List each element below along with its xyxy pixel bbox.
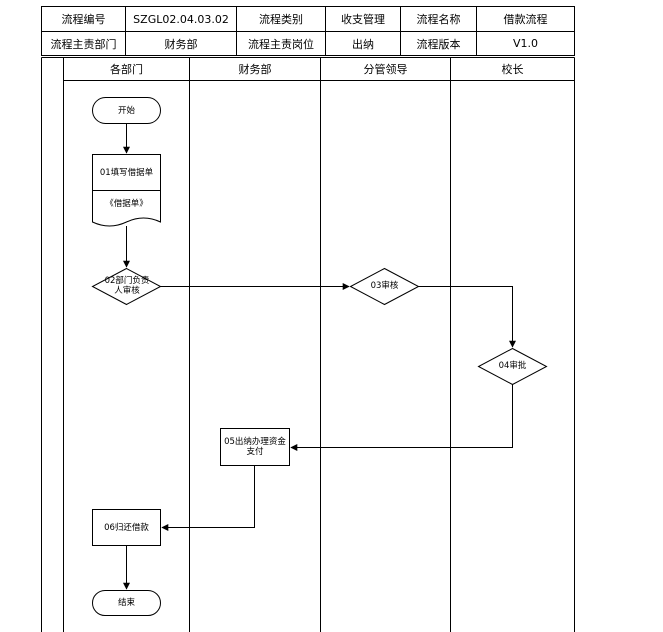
header-value-process-id: SZGL02.04.03.02 — [133, 12, 229, 26]
header-grid — [41, 6, 575, 56]
header-value-owner-post: 出纳 — [352, 37, 374, 51]
connector-pay-to-repay — [161, 465, 255, 531]
lane-header-finance: 财务部 — [238, 63, 272, 76]
start-label: 开始 — [117, 105, 135, 116]
header-value-version: V1.0 — [512, 37, 539, 50]
fill-form-label: 01填写借据单 — [99, 167, 154, 178]
lane-header-principal: 校长 — [501, 63, 524, 76]
end-terminator — [92, 590, 161, 616]
header-label-process-name: 流程名称 — [416, 13, 461, 26]
header-value-process-name: 借款流程 — [503, 13, 548, 26]
header-value-process-category: 收支管理 — [341, 13, 385, 26]
review-decision — [349, 267, 420, 306]
fill-form-process — [92, 154, 161, 191]
header-label-process-id: 流程编号 — [61, 13, 106, 26]
lane-header-departments: 各部门 — [110, 63, 143, 76]
connector-review-to-approve — [418, 286, 516, 348]
approve-label: 04审批 — [498, 361, 527, 371]
end-label: 结束 — [117, 598, 135, 608]
header-label-process-category: 流程类别 — [259, 13, 303, 26]
form-document-label: 《借据单》 — [105, 199, 148, 209]
connector-approve-to-pay — [290, 384, 513, 451]
lane-grid — [41, 57, 575, 632]
cashier-pay-label: 05出纳办理资金支付 — [224, 436, 286, 457]
review-label: 03审核 — [370, 281, 399, 291]
repay-process — [92, 509, 161, 546]
dept-review-decision — [91, 267, 162, 306]
header-label-owner-dept: 流程主责部门 — [50, 37, 117, 51]
repay-label: 06归还借款 — [104, 522, 149, 533]
header-label-owner-post: 流程主责岗位 — [248, 37, 314, 51]
form-document-shape — [92, 190, 161, 227]
lane-header-supervisor: 分管领导 — [363, 63, 408, 76]
header-label-version: 流程版本 — [416, 37, 461, 51]
header-value-owner-dept: 财务部 — [164, 37, 198, 51]
dept-review-label: 02部门负责人审核 — [104, 276, 150, 296]
